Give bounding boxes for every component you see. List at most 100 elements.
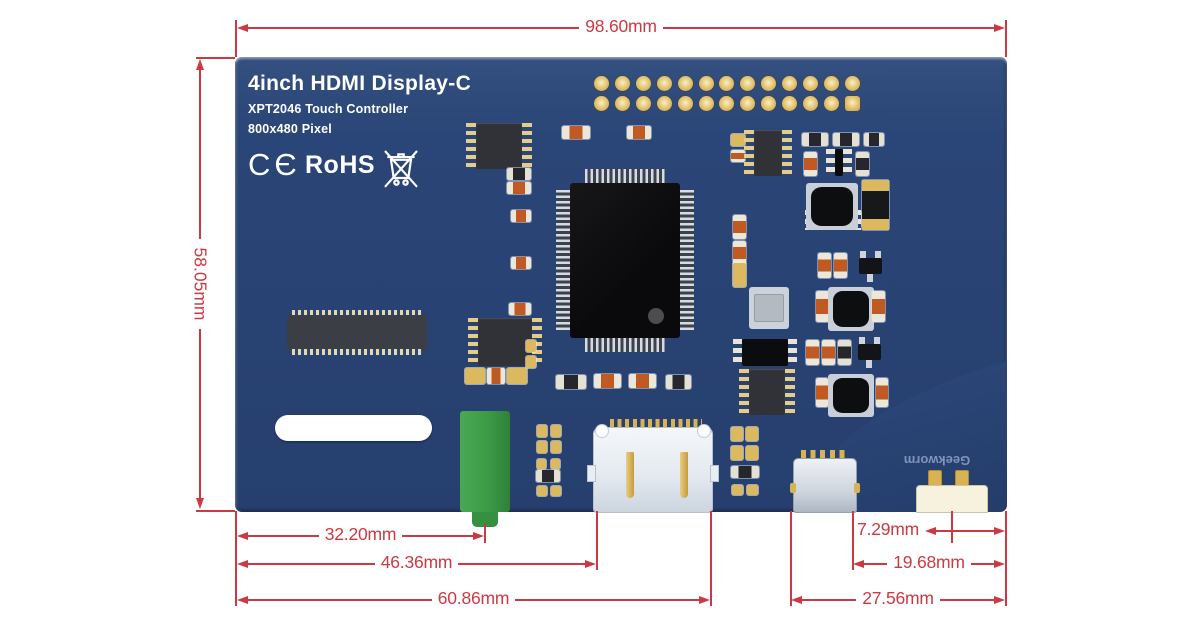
dimension-audio-jack: 32.20mm	[237, 525, 484, 547]
smd-resistor	[526, 340, 536, 352]
smd-resistor	[465, 368, 485, 384]
chip-pins-top	[585, 169, 665, 183]
brand-text-upside-down: Geekworm	[903, 453, 971, 468]
smd-resistor	[537, 459, 546, 469]
extension-line	[596, 511, 598, 570]
soic-chip	[739, 369, 795, 415]
smd-resistor	[551, 441, 561, 453]
usb-solder-pins	[801, 450, 849, 461]
extension-line	[196, 57, 235, 59]
header-pin	[782, 76, 798, 91]
ic-chip	[826, 149, 852, 176]
smd-resistor	[806, 340, 819, 365]
dimension-label: 19.68mm	[893, 552, 965, 573]
hdmi-contact-right	[680, 452, 688, 498]
sot23-transistor	[857, 251, 884, 282]
smd-resistor	[731, 150, 745, 162]
usb-nub-right	[854, 483, 860, 493]
extension-line	[1005, 20, 1007, 57]
header-pin	[761, 96, 777, 111]
inductor	[806, 183, 858, 230]
smd-resistor	[511, 210, 531, 222]
usb-nub-left	[790, 483, 796, 493]
smd-resistor	[804, 152, 817, 176]
soic-chip	[466, 123, 532, 169]
hdmi-contact-left	[626, 452, 634, 498]
header-pin	[761, 76, 777, 91]
header-pin	[844, 76, 860, 91]
header-pin	[740, 96, 756, 111]
extension-line	[852, 511, 854, 570]
header-pin	[803, 76, 818, 91]
header-pin	[656, 96, 672, 111]
smd-resistor	[731, 427, 743, 441]
smd-resistor	[537, 486, 547, 496]
dimension-left-height: 58.05mm	[189, 59, 211, 509]
smd-resistor	[838, 340, 851, 365]
chip-pin1-dot	[648, 308, 664, 324]
smd-resistor	[732, 485, 743, 495]
smd-resistor	[507, 182, 531, 194]
dimension-top-width: 98.60mm	[237, 17, 1005, 39]
smd-resistor	[526, 356, 536, 368]
smd-resistor	[556, 375, 586, 389]
header-pin	[740, 76, 756, 91]
micro-usb-connector	[790, 459, 860, 512]
smd-resistor	[746, 427, 758, 441]
smd-resistor	[747, 485, 758, 495]
dimension-label: 7.29mm	[857, 519, 920, 540]
smd-resistor	[507, 368, 527, 384]
smd-resistor	[551, 486, 561, 496]
smd-resistor	[507, 168, 531, 180]
chip-pins-bottom	[585, 338, 665, 352]
crystal-oscillator	[749, 287, 789, 329]
weee-bin-icon	[384, 150, 418, 188]
dimension-label: 46.36mm	[380, 552, 453, 573]
smd-resistor	[876, 378, 888, 407]
smd-resistor	[731, 446, 743, 460]
smd-resistor	[834, 253, 847, 278]
extension-line	[235, 20, 237, 57]
extension-line	[1005, 511, 1007, 606]
dimension-usb-left: 27.56mm	[791, 589, 1005, 611]
soic-chip	[744, 130, 792, 176]
header-pin	[594, 96, 609, 111]
extension-line	[235, 511, 237, 606]
smd-resistor	[731, 466, 759, 478]
header-pin	[844, 96, 860, 111]
hdmi-connector	[588, 425, 718, 512]
backlight-connector	[917, 486, 987, 512]
board-subtitle-controller: XPT2046 Touch Controller	[248, 102, 409, 116]
header-pin	[635, 76, 651, 91]
smd-resistor	[802, 133, 828, 146]
smd-resistor	[594, 374, 621, 388]
smd-resistor	[746, 446, 758, 460]
lcd-fpc-connector	[287, 315, 427, 350]
header-pin	[635, 96, 651, 111]
audio-jack-connector	[460, 411, 510, 512]
hdmi-tab-right	[711, 466, 718, 481]
fpc-pins-bottom	[292, 349, 422, 355]
board-slot-cutout	[275, 415, 432, 441]
extension-line	[710, 511, 712, 606]
smd-resistor	[822, 340, 835, 365]
dimension-hdmi-left: 46.36mm	[237, 553, 596, 575]
smd-resistor	[629, 374, 656, 388]
backlight-pin-2	[956, 471, 968, 488]
header-pin	[677, 76, 693, 91]
inductor	[828, 287, 874, 331]
header-pin	[782, 96, 798, 111]
header-pin	[677, 96, 693, 111]
header-pin	[614, 96, 630, 111]
dimension-label: 60.86mm	[437, 588, 510, 609]
dimension-label: 98.60mm	[585, 16, 657, 37]
smd-resistor	[509, 303, 531, 315]
header-pin	[823, 76, 839, 91]
extension-line	[951, 511, 953, 543]
dimension-label: 58.05mm	[190, 247, 211, 321]
ce-mark: CЄ	[248, 147, 301, 182]
header-pin	[698, 96, 714, 111]
smd-resistor	[733, 215, 746, 239]
dimension-label: 27.56mm	[862, 588, 934, 609]
